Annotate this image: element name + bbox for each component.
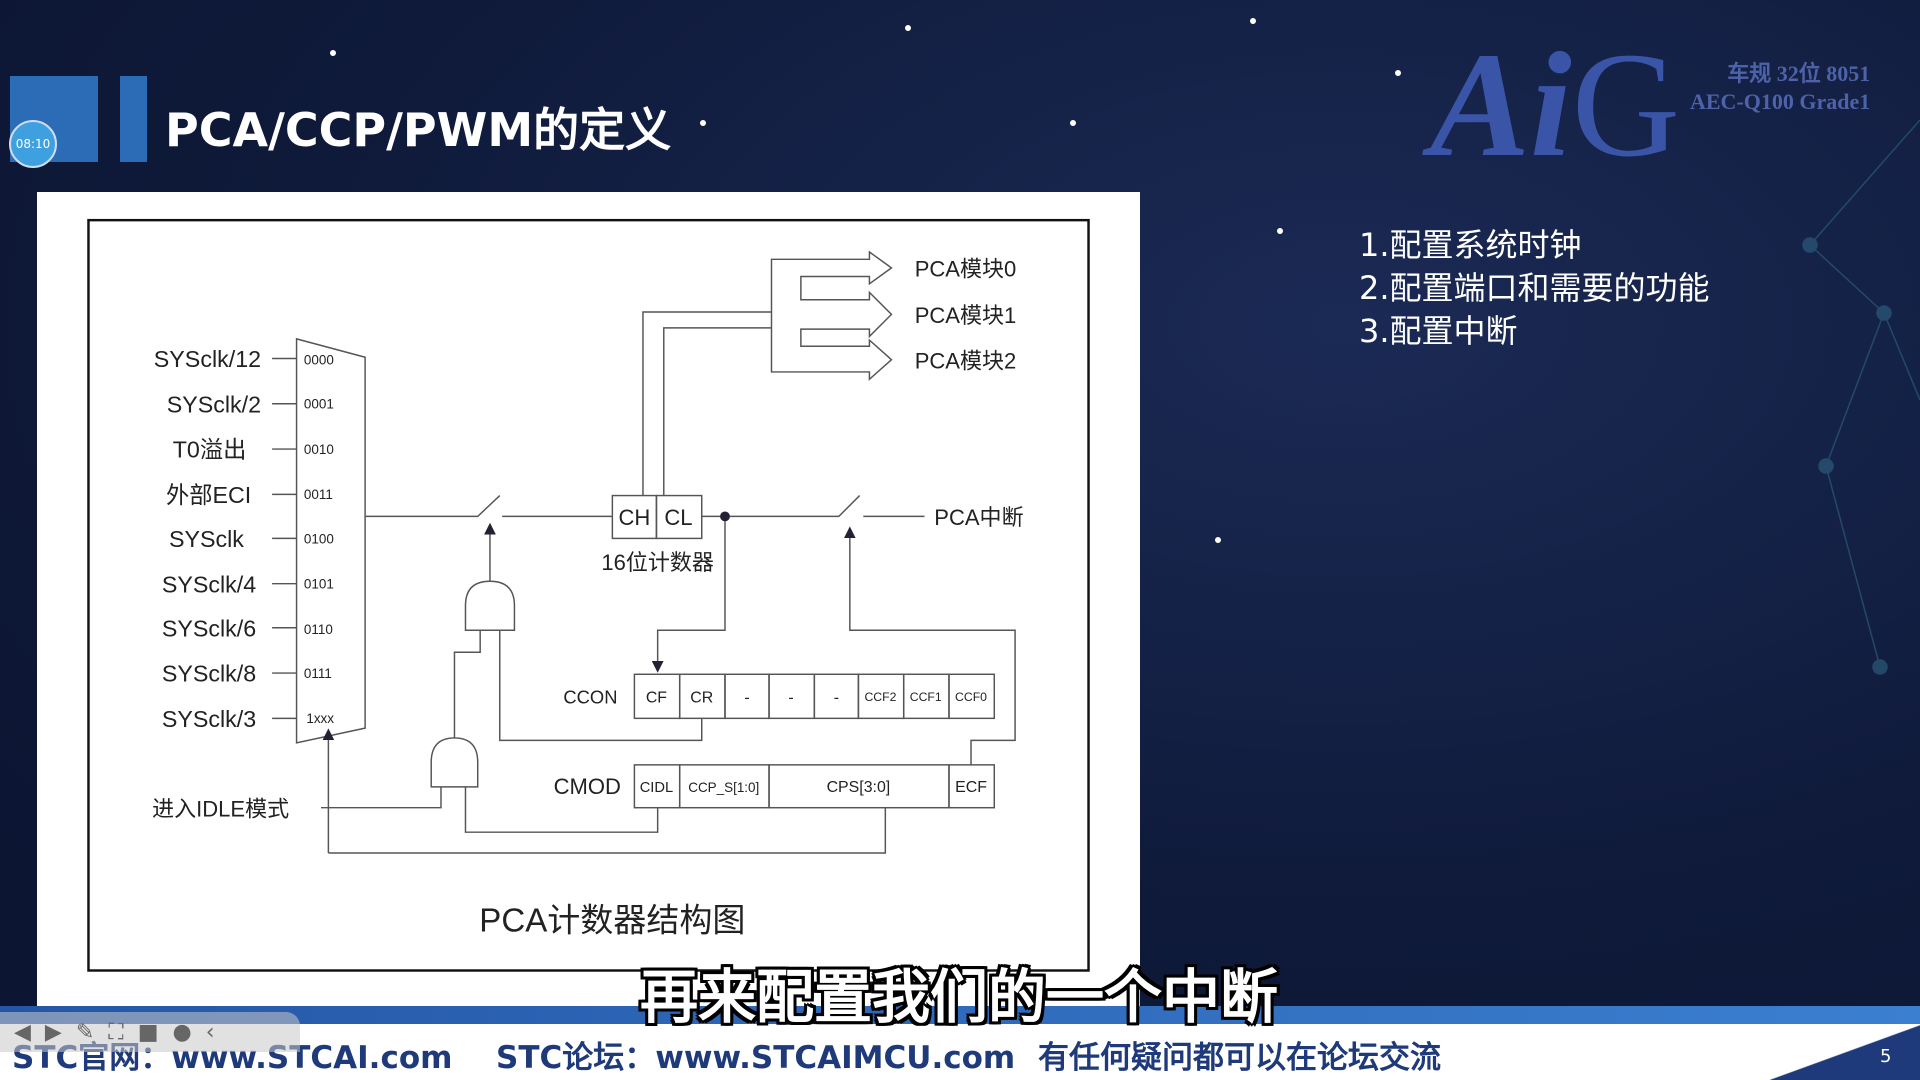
counter-label: 16位计数器 — [601, 550, 714, 575]
input-code: 0001 — [304, 397, 334, 412]
video-subtitle: 再来配置我们的一个中断 — [640, 963, 1279, 1031]
input-code: 0110 — [304, 622, 333, 637]
counter-cl: CL — [664, 505, 692, 530]
prev-icon[interactable]: ◀ — [14, 1019, 31, 1045]
star — [1215, 537, 1221, 543]
and-gate-lower — [430, 737, 479, 788]
diagram-caption: PCA计数器结构图 — [479, 902, 745, 939]
timer-badge: 08:10 — [9, 120, 57, 168]
footer-strip — [0, 1006, 1920, 1024]
input-label: SYSclk/8 — [162, 661, 256, 687]
star — [700, 120, 706, 126]
ccon-bit: - — [744, 689, 749, 706]
input-code: 0101 — [304, 577, 334, 592]
logo-line2: AEC-Q100 Grade1 — [1690, 89, 1871, 114]
steps-list: 1.配置系统时钟 2.配置端口和需要的功能 3.配置中断 — [1359, 224, 1710, 353]
input-label: SYSclk — [169, 526, 244, 552]
input-code: 0011 — [304, 487, 333, 502]
ccon-bit: CR — [690, 689, 713, 706]
input-code: 0111 — [304, 666, 332, 681]
ccon-bit: CCF1 — [910, 690, 942, 704]
ccon-bit: - — [834, 689, 839, 706]
cmod-field: CCP_S[1:0] — [688, 780, 759, 795]
idle-label: 进入IDLE模式 — [152, 796, 289, 821]
more-icon[interactable]: ● — [172, 1019, 192, 1045]
cmod-field: CPS[3:0] — [827, 779, 891, 796]
player-controls: ◀ ▶ ✎ ⛶ ■ ● ‹ — [0, 1012, 300, 1052]
ccon-register — [633, 673, 996, 720]
logo-line1: 车规 32位 8051 — [1727, 61, 1871, 86]
page-number: 5 — [1880, 1046, 1892, 1067]
star — [1070, 120, 1076, 126]
module-label: PCA模块0 — [915, 256, 1017, 281]
ccon-bit: CCF2 — [864, 690, 896, 704]
star — [905, 25, 911, 31]
title-decoration-bar — [120, 76, 147, 162]
ai-logo: AiG — [1430, 22, 1681, 188]
star — [1277, 228, 1283, 234]
network-decoration — [1802, 119, 1920, 675]
step-item: 3.配置中断 — [1359, 312, 1518, 350]
star — [1395, 70, 1401, 76]
pca-diagram-panel: SYSclk/12 SYSclk/2 T0溢出 外部ECI SYSclk SYS… — [37, 192, 1140, 1006]
next-icon[interactable]: ▶ — [44, 1019, 62, 1045]
ccon-bit: CF — [646, 689, 667, 706]
footer-forum: STC论坛：www.STCAIMCU.com — [496, 1040, 1016, 1076]
cmod-label: CMOD — [554, 774, 621, 799]
input-code: 0010 — [304, 442, 334, 457]
input-label: SYSclk/12 — [154, 346, 261, 372]
counter-ch: CH — [618, 505, 650, 530]
slide-title: PCA/CCP/PWM的定义 — [165, 103, 672, 157]
input-label: SYSclk/6 — [162, 615, 256, 641]
junction-dot — [720, 511, 730, 522]
star — [1250, 18, 1256, 24]
module-arrows — [770, 250, 893, 381]
ccon-label: CCON — [563, 687, 617, 708]
input-label: 外部ECI — [166, 482, 251, 508]
clock-mux — [295, 337, 366, 744]
ccon-bit: CCF0 — [955, 690, 987, 704]
footer-corner — [1770, 1024, 1920, 1080]
input-label: SYSclk/3 — [162, 706, 256, 732]
star — [330, 50, 336, 56]
ccon-bit: - — [788, 689, 793, 706]
and-gate-upper — [464, 580, 516, 631]
footer-note: 有任何疑问都可以在论坛交流 — [1038, 1040, 1441, 1076]
screenshot-icon[interactable]: ⛶ — [108, 1019, 124, 1045]
input-label: T0溢出 — [173, 437, 247, 463]
cmod-field: ECF — [955, 779, 987, 796]
collapse-icon[interactable]: ‹ — [205, 1019, 215, 1045]
camera-icon[interactable]: ■ — [137, 1019, 159, 1045]
pca-counter-diagram: SYSclk/12 SYSclk/2 T0溢出 外部ECI SYSclk SYS… — [87, 218, 1090, 972]
cmod-register — [633, 764, 996, 809]
input-label: SYSclk/4 — [162, 571, 256, 597]
input-label: SYSclk/2 — [167, 391, 261, 417]
cmod-field: CIDL — [640, 780, 673, 796]
pen-icon[interactable]: ✎ — [75, 1019, 95, 1045]
module-label: PCA模块1 — [915, 303, 1017, 328]
step-item: 2.配置端口和需要的功能 — [1359, 269, 1710, 307]
module-label: PCA模块2 — [915, 348, 1017, 373]
step-item: 1.配置系统时钟 — [1359, 226, 1582, 264]
input-code: 0000 — [304, 353, 334, 368]
interrupt-label: PCA中断 — [934, 505, 1023, 530]
input-code: 0100 — [304, 531, 334, 546]
diagram-frame — [87, 218, 1090, 972]
input-code: 1xxx — [306, 711, 334, 726]
